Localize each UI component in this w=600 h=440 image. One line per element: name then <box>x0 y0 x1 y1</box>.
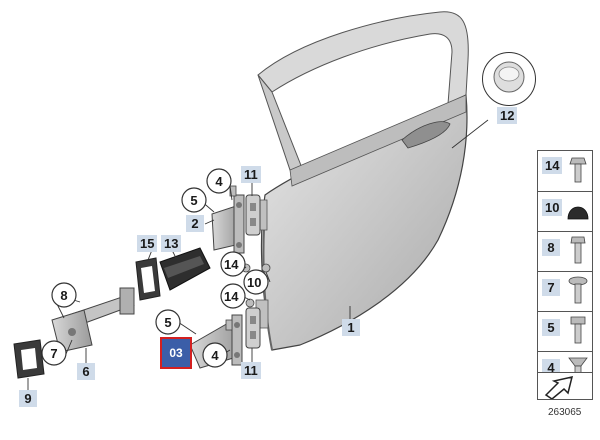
panel-label-10: 10 <box>542 199 563 216</box>
bolt-icon <box>569 157 587 183</box>
grommet-icon <box>493 61 525 93</box>
door-gasket-15 <box>135 257 161 301</box>
diagram-reference-number: 263065 <box>548 407 582 418</box>
door-check-strap <box>51 287 135 353</box>
panel-label-14: 14 <box>542 157 563 174</box>
callout-14-upper: 14 <box>224 257 239 272</box>
callout-circles <box>41 168 269 368</box>
panel-label-5: 5 <box>542 319 560 336</box>
flange-screw-icon <box>568 276 588 304</box>
callout-15: 15 <box>137 235 158 252</box>
callout-8: 8 <box>60 288 68 303</box>
callout-13: 13 <box>161 235 182 252</box>
panel-item-8: 8 <box>538 231 592 272</box>
screw-icon <box>570 236 586 264</box>
rubber-buffer-13 <box>159 247 211 291</box>
panel-item-10: 10 <box>538 191 592 232</box>
panel-item-14: 14 <box>538 151 592 192</box>
callout-10: 10 <box>247 275 262 290</box>
callout-11-lower: 11 <box>241 362 261 379</box>
panel-label-8: 8 <box>542 239 560 256</box>
hex-bolt-icon <box>570 316 586 344</box>
lower-hinge-plate <box>245 307 261 349</box>
callout-9: 9 <box>19 390 37 407</box>
callout-5-lower: 5 <box>164 315 172 330</box>
callout-14-lower: 14 <box>224 289 239 304</box>
callout-4-lower: 4 <box>211 348 219 363</box>
callout-2: 2 <box>186 215 204 232</box>
callout-12-detail <box>482 52 536 106</box>
panel-item-7: 7 <box>538 271 592 312</box>
highlighted-part-number[interactable]: 03 <box>160 337 192 369</box>
callout-11-upper: 11 <box>241 166 261 183</box>
check-strap-gasket <box>13 339 45 379</box>
callout-1: 1 <box>342 319 360 336</box>
upper-hinge <box>211 194 245 254</box>
upper-hinge-plate <box>245 194 261 236</box>
callout-5-upper: 5 <box>190 193 198 208</box>
arrow-icon <box>544 376 574 400</box>
fastener-parts-panel: 14 10 8 7 5 4 <box>537 150 593 393</box>
callout-7: 7 <box>50 346 58 361</box>
callout-4-upper: 4 <box>215 174 223 189</box>
navigation-arrow-button[interactable] <box>537 372 593 400</box>
callout-6: 6 <box>77 363 95 380</box>
cap-nut-icon <box>567 206 589 220</box>
panel-label-7: 7 <box>542 279 560 296</box>
panel-item-5: 5 <box>538 311 592 352</box>
rear-door-shell <box>254 11 469 351</box>
callout-12: 12 <box>497 107 518 124</box>
panel-label-4: 4 <box>542 359 560 376</box>
